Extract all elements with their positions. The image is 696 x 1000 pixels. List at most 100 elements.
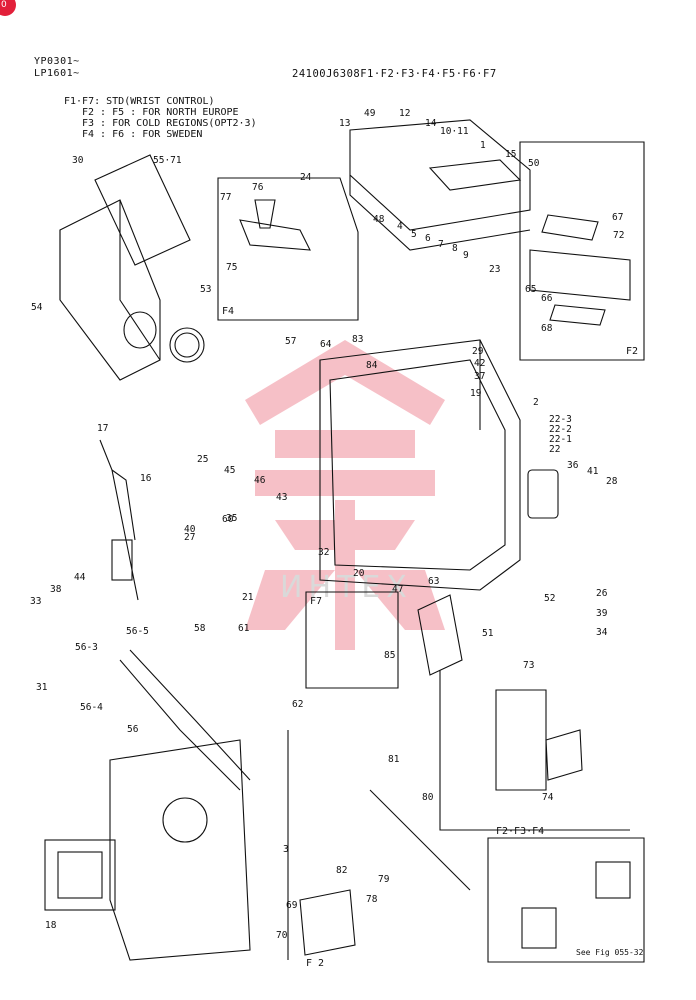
part-label: 46 (254, 475, 266, 486)
part-label: 22-1 (549, 434, 572, 445)
part-label: 4 (397, 221, 403, 232)
part-label: 2 (533, 397, 539, 408)
part-label: 65 (525, 284, 536, 295)
drawing-number: 24100J6308F1·F2·F3·F4·F5·F6·F7 (292, 68, 497, 80)
frame-label: F2·F3·F4 (496, 826, 544, 837)
part-label: 50 (528, 158, 540, 169)
part-label: 16 (140, 473, 152, 484)
part-label: 15 (505, 149, 516, 160)
frame-label: F4 (222, 306, 234, 317)
part-label: 14 (425, 118, 437, 129)
part-label: 34 (596, 627, 608, 638)
part-label: 22-2 (549, 424, 572, 435)
part-label: 24 (300, 172, 312, 183)
frame-f2-f3-f4 (487, 837, 645, 963)
part-label: 60 (222, 514, 234, 525)
part-label: 80 (422, 792, 434, 803)
part-label: 74 (542, 792, 554, 803)
part-label: 54 (31, 302, 43, 313)
frame-f7 (305, 591, 399, 689)
part-label: 20 (353, 568, 365, 579)
part-label: 81 (388, 754, 400, 765)
part-label: 55·71 (153, 155, 182, 166)
part-label: 39 (596, 608, 608, 619)
part-label: 58 (194, 623, 206, 634)
part-label: 83 (352, 334, 363, 345)
part-label: 17 (97, 423, 108, 434)
switch-box (59, 199, 161, 381)
part-label: 36 (567, 460, 579, 471)
part-label: 77 (220, 192, 231, 203)
part-label: 45 (224, 465, 235, 476)
part-label: 61 (238, 623, 250, 634)
serial-2: LP1601~ (34, 68, 80, 79)
part-label: 51 (482, 628, 494, 639)
part-label: 25 (197, 454, 208, 465)
part-label: 1 (480, 140, 486, 151)
part-label: 7 (438, 239, 444, 250)
part-label: 6 (425, 233, 431, 244)
part-label: 21 (242, 592, 254, 603)
part-label: 75 (226, 262, 237, 273)
part-label: 42 (474, 358, 485, 369)
part-label: 30 (72, 155, 84, 166)
part-label: 47 (392, 584, 403, 595)
part-label: 78 (366, 894, 378, 905)
part-label: 52 (544, 593, 555, 604)
part-label: 76 (252, 182, 264, 193)
part-label: 63 (428, 576, 439, 587)
part-label: 10·11 (440, 126, 469, 137)
part-label: 5 (411, 229, 417, 240)
part-label: 31 (36, 682, 48, 693)
part-label: 82 (336, 865, 347, 876)
part-label: 18 (45, 920, 57, 931)
part-label: 66 (541, 293, 553, 304)
page-badge: 0 (0, 0, 16, 16)
part-label: 32 (318, 547, 329, 558)
notes-block: F1·F7: STD(WRIST CONTROL) F2 : F5 : FOR … (64, 96, 257, 140)
part-label: 13 (339, 118, 350, 129)
control-lever (99, 439, 139, 601)
part-label: 56-5 (126, 626, 149, 637)
part-label: 79 (378, 874, 390, 885)
part-label: 26 (596, 588, 608, 599)
part-label: 44 (74, 572, 86, 583)
frame-f2-upper (519, 141, 645, 361)
part-label: 8 (452, 243, 458, 254)
note-line: F1·F7: STD(WRIST CONTROL) (64, 96, 215, 107)
watermark-logo (245, 340, 445, 650)
part-label: 9 (463, 250, 469, 261)
switch-panel (94, 154, 191, 266)
part-label: 62 (292, 699, 303, 710)
part-label: 38 (50, 584, 62, 595)
see-figure-reference: See Fig 055-32 (576, 948, 644, 957)
part-label: 48 (373, 214, 385, 225)
part-label: 35 (226, 513, 237, 524)
part-label: 57 (285, 336, 296, 347)
part-label: 69 (286, 900, 298, 911)
note-line: F4 : F6 : FOR SWEDEN (82, 129, 203, 140)
part-label: 68 (541, 323, 553, 334)
part-label: 73 (523, 660, 534, 671)
part-label: 40 (184, 524, 196, 535)
part-label: 22-3 (549, 414, 572, 425)
frame-label: F2 (626, 346, 638, 357)
part-label: 70 (276, 930, 288, 941)
frame-f4 (217, 177, 359, 321)
part-label: 29 (472, 346, 484, 357)
note-line: F2 : F5 : FOR NORTH EUROPE (82, 107, 239, 118)
part-label: 84 (366, 360, 378, 371)
part-label: 33 (30, 596, 41, 607)
frame-label: F 2 (306, 958, 324, 969)
watermark-text: ИНТЕХ (280, 570, 413, 605)
part-label: 41 (587, 466, 599, 477)
part-label: 67 (612, 212, 623, 223)
part-label: 64 (320, 339, 332, 350)
part-label: 49 (364, 108, 376, 119)
part-label: 22 (549, 444, 560, 455)
note-line: F3 : FOR COLD REGIONS(OPT2·3) (82, 118, 257, 129)
part-label: 53 (200, 284, 211, 295)
gear-ring (169, 327, 205, 363)
part-label: 27 (184, 532, 195, 543)
